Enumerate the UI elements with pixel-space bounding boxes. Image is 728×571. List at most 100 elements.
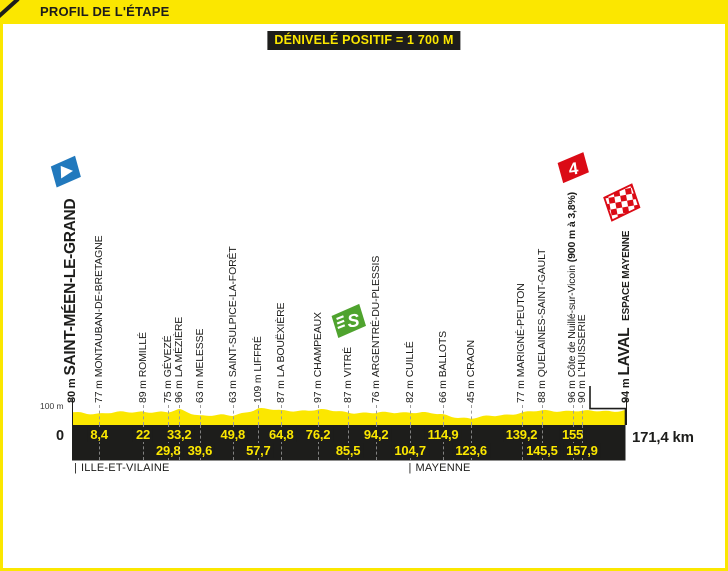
- department-name: MAYENNE: [415, 462, 471, 474]
- waypoint-dashed-line: [376, 405, 378, 425]
- waypoint-elevation: 77 m: [92, 380, 105, 403]
- bar-dashed-line: [179, 425, 181, 460]
- elevation-gain-badge: DÉNIVELÉ POSITIF = 1 700 M: [267, 31, 461, 50]
- finish-line: [625, 399, 627, 425]
- bar-dashed-line: [348, 425, 350, 460]
- waypoint-name: CUILLÉ: [403, 341, 416, 378]
- waypoint-dashed-line: [179, 405, 181, 425]
- waypoint-label: 87 mLA BOUËXIÈRE: [275, 303, 287, 403]
- bar-dashed-line: [318, 425, 320, 460]
- waypoint-label: 87 m VITRÉ: [342, 347, 354, 403]
- waypoint-dashed-line: [168, 405, 170, 425]
- waypoint-elevation: 89 m: [136, 380, 149, 403]
- km-label: 114,9: [424, 426, 462, 442]
- km-label: 29,8: [152, 442, 184, 458]
- waypoint-name: VITRÉ: [341, 347, 354, 378]
- start-km-label: 0: [56, 428, 65, 444]
- waypoint-name: LA MÉZIÈRE: [172, 316, 185, 378]
- bar-dashed-line: [168, 425, 170, 460]
- km-label: 76,2: [302, 426, 334, 442]
- waypoint-label: 82 m CUILLÉ: [404, 341, 416, 403]
- waypoint-elevation: 82 m: [403, 380, 416, 403]
- waypoint-dashed-line: [281, 405, 283, 425]
- waypoint-dashed-line: [258, 405, 260, 425]
- start-line: [72, 399, 73, 425]
- waypoint-elevation: 97 m: [311, 380, 324, 403]
- waypoint-label: 63 mSAINT-SULPICE-LA-FORÊT: [227, 246, 239, 403]
- waypoint-suffix: (900 m à 3,8%): [566, 191, 579, 263]
- km-label: 139,2: [502, 426, 541, 442]
- waypoint-dashed-line: [581, 405, 583, 425]
- department-name: ILLE-ET-VILAINE: [81, 462, 170, 474]
- waypoint-name: L'HUISSERIE: [575, 314, 588, 378]
- waypoint-dashed-line: [99, 405, 101, 425]
- waypoint-label: 63 m MELESSE: [194, 329, 206, 403]
- bar-dashed-line: [199, 425, 201, 460]
- waypoint-name: MELESSE: [193, 328, 206, 378]
- waypoint-name: CRAON: [464, 340, 477, 378]
- bar-dashed-line: [521, 425, 523, 460]
- waypoint-label: 109 mLIFFRÉ: [252, 336, 264, 403]
- department-divider: |: [73, 462, 77, 474]
- waypoint-dashed-line: [318, 405, 320, 425]
- km-label: 85,5: [332, 442, 364, 458]
- waypoint-name: ROMILLÉ: [136, 332, 149, 378]
- waypoint-name: SAINT-MÉEN-LE-GRAND: [62, 198, 80, 376]
- waypoint-name: SAINT-SULPICE-LA-FORÊT: [226, 246, 239, 378]
- waypoint-name: ARGENTRÉ-DU-PLESSIS: [369, 255, 382, 378]
- start-flag-icon: [47, 154, 83, 199]
- waypoint-dashed-line: [572, 405, 574, 425]
- km-label: 57,7: [243, 442, 274, 458]
- waypoint-label: 89 m ROMILLÉ: [137, 332, 149, 403]
- waypoint-name: CHAMPEAUX: [311, 312, 324, 378]
- waypoint-name: BALLOTS: [436, 331, 449, 378]
- waypoint-label: 94 mLAVAL ESPACE MAYENNE: [616, 231, 635, 403]
- waypoint-elevation: 109 m: [252, 374, 265, 403]
- bar-dashed-line: [99, 425, 101, 460]
- waypoint-label: 76 mARGENTRÉ-DU-PLESSIS: [370, 256, 382, 403]
- waypoint-elevation: 77 m: [515, 380, 528, 403]
- waypoint-dashed-line: [541, 405, 543, 425]
- svg-text:S: S: [346, 310, 361, 331]
- waypoint-elevation: 87 m: [341, 380, 354, 403]
- km-label: 155: [558, 426, 587, 442]
- waypoint-name: LA BOUËXIÈRE: [275, 302, 288, 378]
- km-label: 22: [133, 426, 154, 442]
- waypoint-suffix: ESPACE MAYENNE: [620, 230, 632, 321]
- km-label: 123,6: [452, 442, 490, 458]
- waypoint-dashed-line: [143, 405, 145, 425]
- waypoint-label: 88 mQUELAINES-SAINT-GAULT: [536, 249, 548, 403]
- y-axis-tick-label: 100 m: [40, 401, 64, 411]
- category-4-climb-icon: 4: [555, 151, 591, 192]
- waypoint-elevation: 96 m: [172, 380, 185, 403]
- waypoint-name: MARIGNÉ-PEUTON: [515, 283, 528, 378]
- total-distance-label: 171,4 km: [632, 429, 694, 446]
- km-label: 157,9: [563, 442, 601, 458]
- waypoint-dashed-line: [521, 405, 523, 425]
- waypoint-dashed-line: [443, 405, 445, 425]
- km-label: 8,4: [87, 426, 111, 442]
- waypoint-dashed-line: [410, 405, 412, 425]
- svg-text:4: 4: [567, 159, 580, 179]
- waypoint-label: 97 m CHAMPEAUX: [312, 312, 324, 403]
- waypoint-elevation: 63 m: [193, 380, 206, 403]
- bar-dashed-line: [376, 425, 378, 460]
- bar-dashed-line: [471, 425, 473, 460]
- bar-dashed-line: [410, 425, 412, 460]
- km-label: 64,8: [265, 426, 297, 442]
- waypoint-label: 96 m LA MÉZIÈRE: [173, 317, 185, 403]
- bar-dashed-line: [541, 425, 543, 460]
- waypoint-label: 45 m CRAON: [465, 340, 477, 403]
- waypoint-label: 77 m MARIGNÉ-PEUTON: [515, 283, 527, 403]
- km-label: 49,8: [217, 426, 249, 442]
- waypoint-elevation: 45 m: [464, 380, 477, 403]
- waypoint-dashed-line: [471, 405, 473, 425]
- km-label: 145,5: [523, 442, 561, 458]
- bar-dashed-line: [232, 425, 234, 460]
- waypoint-elevation: 66 m: [436, 380, 449, 403]
- bar-dashed-line: [258, 425, 260, 460]
- waypoint-label: 80 mSAINT-MÉEN-LE-GRAND: [62, 199, 81, 403]
- department-divider: |: [408, 462, 412, 474]
- finish-flag-icon: [600, 182, 642, 231]
